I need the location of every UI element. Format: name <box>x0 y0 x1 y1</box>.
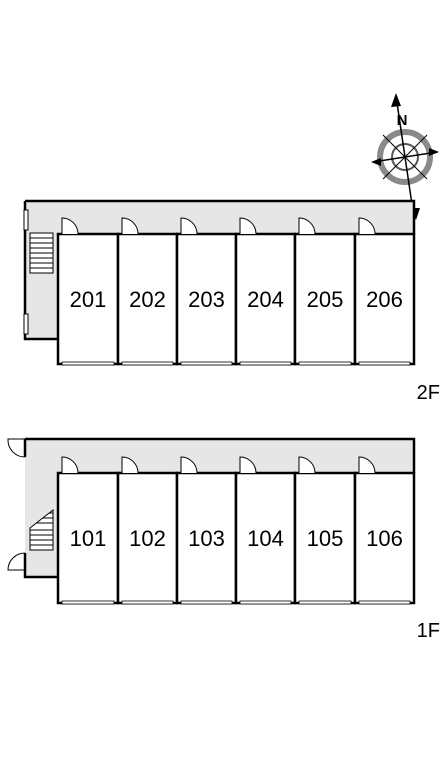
room-105: 105 <box>293 456 357 605</box>
room-106: 106 <box>353 456 416 605</box>
room-203: 203 <box>175 217 238 366</box>
door-icon <box>239 456 257 474</box>
window-icon <box>180 361 233 366</box>
room-202: 202 <box>116 217 179 366</box>
room-number: 205 <box>307 287 344 312</box>
corridor-1f <box>25 439 414 473</box>
window-icon <box>121 361 174 366</box>
floor-2f-plan: 201 202 203 204 205 206 2F <box>23 199 440 404</box>
entrance-door-icon <box>7 438 26 458</box>
window-icon <box>298 361 352 366</box>
floor-label-2f: 2F <box>417 382 440 404</box>
room-205: 205 <box>293 217 357 366</box>
room-104: 104 <box>234 456 297 605</box>
door-icon <box>61 217 79 235</box>
door-icon <box>298 456 316 474</box>
room-number: 105 <box>307 526 344 551</box>
window-icon <box>298 600 352 605</box>
window-icon <box>358 600 411 605</box>
room-number: 202 <box>129 287 166 312</box>
staircase-1f <box>29 508 54 551</box>
door-icon <box>298 217 316 235</box>
window-icon <box>358 361 411 366</box>
room-102: 102 <box>116 456 179 605</box>
door-icon <box>121 217 139 235</box>
door-icon <box>180 217 198 235</box>
room-101: 101 <box>56 456 120 605</box>
room-number: 101 <box>70 526 107 551</box>
door-icon <box>358 456 376 474</box>
door-icon <box>180 456 198 474</box>
window-icon <box>180 600 233 605</box>
room-number: 106 <box>366 526 403 551</box>
room-number: 206 <box>366 287 403 312</box>
window-icon <box>121 600 174 605</box>
staircase-2f <box>29 232 54 274</box>
room-204: 204 <box>234 217 297 366</box>
window-2f-top <box>23 209 29 231</box>
room-number: 203 <box>188 287 225 312</box>
window-2f-bottom <box>23 313 29 335</box>
door-icon <box>239 217 257 235</box>
window-icon <box>239 600 292 605</box>
room-number: 201 <box>70 287 107 312</box>
window-icon <box>61 600 115 605</box>
floor-1f-plan: 101 102 103 104 105 106 1F <box>7 437 440 642</box>
rooms-1f: 101 102 103 104 105 106 <box>56 456 416 605</box>
room-number: 102 <box>129 526 166 551</box>
room-number: 103 <box>188 526 225 551</box>
door-icon <box>61 456 79 474</box>
window-icon <box>61 361 115 366</box>
room-206: 206 <box>353 217 416 366</box>
rooms-2f: 201 202 203 204 205 206 <box>56 217 416 366</box>
compass-north-label: N <box>397 112 408 129</box>
room-103: 103 <box>175 456 238 605</box>
room-number: 204 <box>247 287 284 312</box>
door-icon <box>358 217 376 235</box>
floor-label-1f: 1F <box>417 620 440 642</box>
corridor-2f <box>25 201 414 239</box>
window-icon <box>239 361 292 366</box>
room-201: 201 <box>56 217 120 366</box>
entrance-door-icon <box>7 552 26 571</box>
stair-landing-1f <box>25 439 58 577</box>
door-icon <box>121 456 139 474</box>
room-number: 104 <box>247 526 284 551</box>
